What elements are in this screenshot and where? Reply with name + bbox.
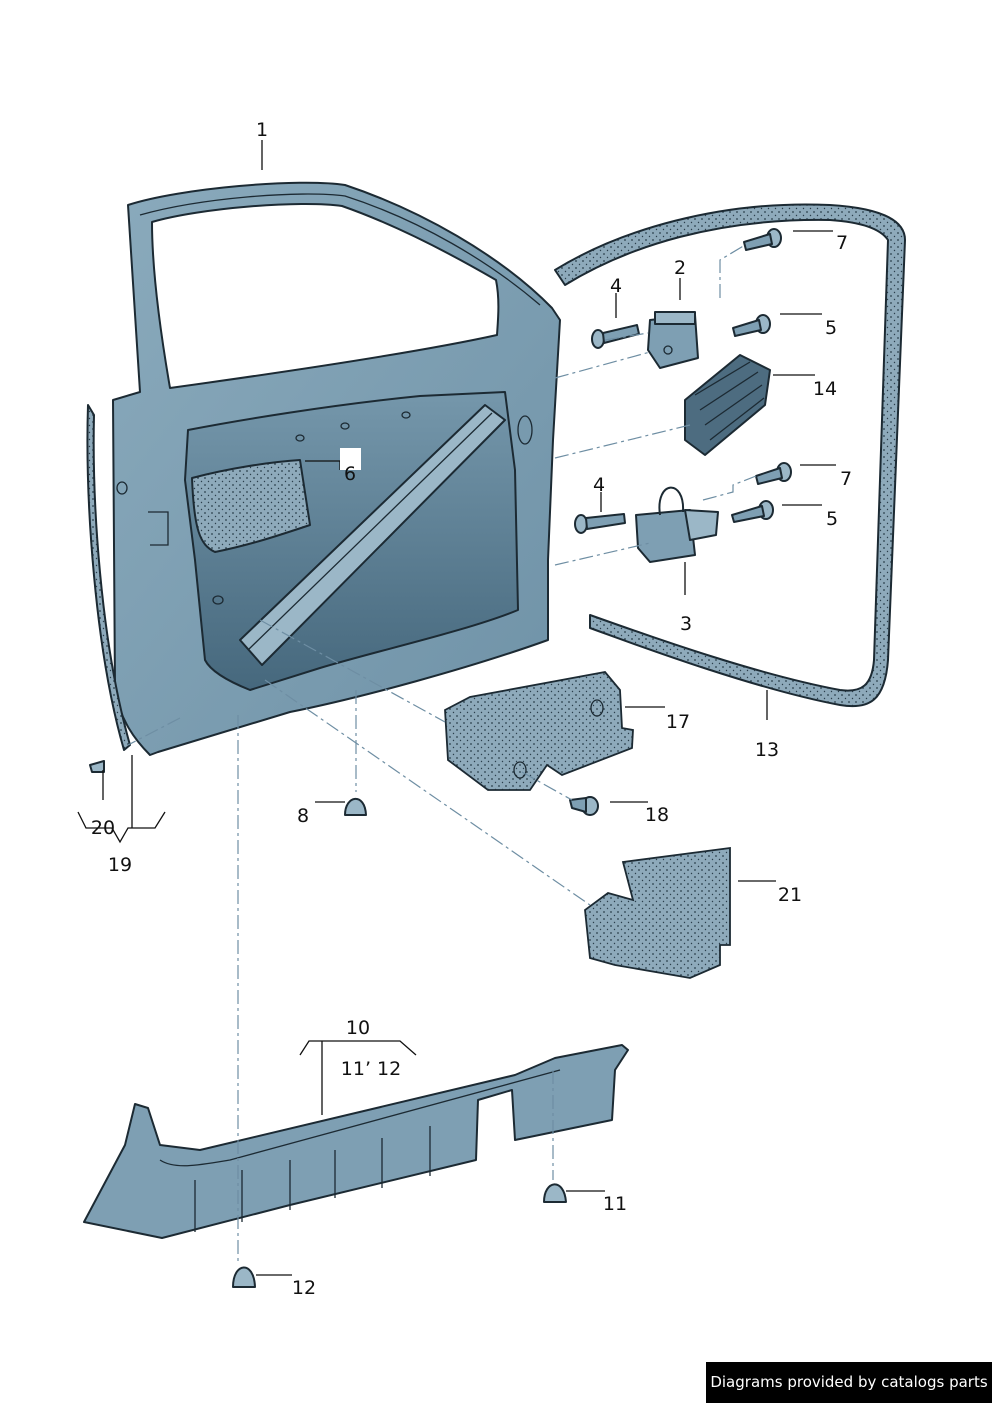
screw-18 (569, 796, 599, 816)
door-seal (554, 203, 906, 708)
callout-1: 1 (256, 119, 268, 141)
callout-11-12: 11’ 12 (341, 1058, 401, 1080)
callout-13: 13 (755, 739, 779, 761)
callout-18: 18 (645, 804, 669, 826)
footer-credit-text: Diagrams provided by catalogs parts (710, 1373, 988, 1391)
door-check (684, 354, 771, 456)
clip-12 (232, 1266, 256, 1288)
bolt-7-upper (743, 228, 782, 251)
clip-20 (89, 760, 105, 773)
callout-11: 11 (603, 1193, 627, 1215)
callout-5-lower: 5 (826, 508, 838, 530)
callout-4-upper: 4 (610, 275, 622, 297)
clip-11 (543, 1183, 567, 1203)
door-shell (112, 181, 561, 756)
upper-hinge (647, 311, 699, 369)
bolt-5-upper (732, 314, 771, 337)
clip-8 (344, 797, 367, 816)
footer-credit-badge: Diagrams provided by catalogs parts (706, 1362, 992, 1403)
foam-block (444, 671, 634, 791)
callout-7-lower: 7 (840, 468, 852, 490)
bolt-4-lower (574, 513, 626, 534)
callout-20: 20 (91, 817, 115, 839)
callout-21: 21 (778, 884, 802, 906)
callout-4-lower: 4 (593, 474, 605, 496)
callout-14: 14 (813, 378, 837, 400)
bolt-5-lower (731, 500, 774, 523)
callout-2: 2 (674, 257, 686, 279)
callout-5-upper: 5 (825, 317, 837, 339)
callout-19: 19 (108, 854, 132, 876)
callout-7-upper: 7 (836, 232, 848, 254)
insulation-panel (584, 846, 731, 979)
callout-10: 10 (346, 1017, 370, 1039)
assembly-lines (127, 244, 757, 1265)
callout-6: 6 (344, 463, 356, 485)
lower-hinge (635, 486, 719, 563)
front-edge-seal (86, 404, 131, 751)
sill-trim (83, 1044, 629, 1239)
callout-12: 12 (292, 1277, 316, 1299)
callout-8: 8 (297, 805, 309, 827)
callout-17: 17 (666, 711, 690, 733)
bolt-4-upper (591, 324, 640, 349)
callout-labels: 1 2 4 7 5 14 6 4 7 5 3 17 13 18 8 20 19 … (91, 119, 852, 1299)
bolt-7-lower (755, 462, 792, 485)
callout-3: 3 (680, 613, 692, 635)
